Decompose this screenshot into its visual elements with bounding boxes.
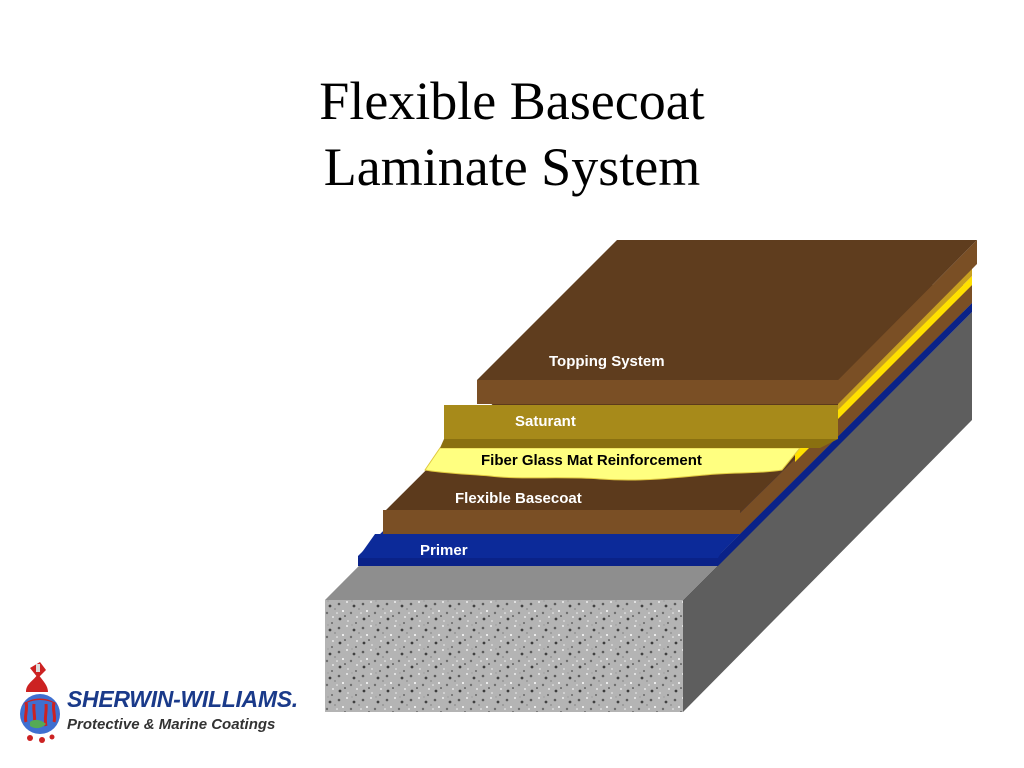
logo-tagline: Protective & Marine Coatings bbox=[67, 716, 276, 733]
sherwin-williams-logo: SHERWIN-WILLIAMS. Protective & Marine Co… bbox=[16, 660, 316, 752]
label-fiberglass-mat: Fiber Glass Mat Reinforcement bbox=[481, 452, 702, 469]
basecoat-front-face bbox=[383, 510, 740, 534]
fiberglass-side-strip bbox=[795, 276, 972, 462]
primer-front-face bbox=[358, 556, 718, 566]
primer-side-face bbox=[718, 303, 972, 566]
cover-the-earth-logo-icon bbox=[20, 662, 60, 743]
fiberglass-mat-layer bbox=[424, 276, 972, 481]
slide-title-line-1: Flexible Basecoat bbox=[319, 71, 705, 131]
saturant-front-lip bbox=[440, 439, 838, 448]
concrete-side-face bbox=[683, 312, 972, 712]
basecoat-side-face bbox=[740, 285, 972, 534]
concrete-front-face bbox=[325, 600, 683, 712]
label-flexible-basecoat: Flexible Basecoat bbox=[455, 490, 582, 507]
slide-title: Flexible Basecoat Laminate System bbox=[0, 68, 1024, 200]
topping-side-face bbox=[838, 240, 977, 404]
primer-visible-face bbox=[358, 534, 732, 558]
topping-system-layer bbox=[477, 240, 977, 404]
logo-wordmark: SHERWIN-WILLIAMS. bbox=[67, 686, 298, 712]
slide-title-line-2: Laminate System bbox=[323, 137, 701, 197]
label-saturant: Saturant bbox=[515, 413, 576, 430]
label-primer: Primer bbox=[420, 542, 468, 559]
topping-top-face bbox=[477, 240, 977, 380]
saturant-front-face bbox=[444, 405, 838, 439]
fiberglass-front-face bbox=[424, 447, 802, 481]
label-topping-system: Topping System bbox=[549, 353, 665, 370]
topping-front-face bbox=[477, 380, 838, 404]
